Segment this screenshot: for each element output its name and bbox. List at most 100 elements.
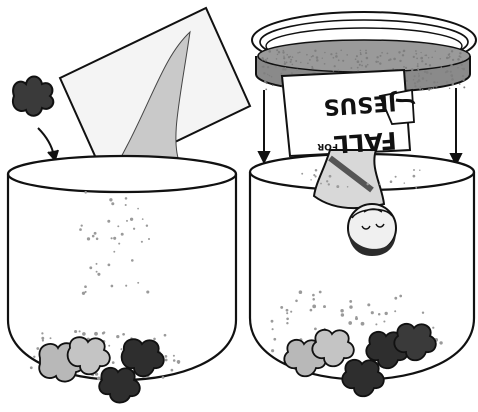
sand-grain	[415, 187, 417, 189]
sand-grain	[413, 175, 416, 178]
sand-grain	[280, 73, 282, 75]
sand-grain	[403, 50, 405, 52]
sand-grain	[162, 376, 165, 379]
sand-grain	[276, 49, 278, 51]
sand-grain	[403, 66, 405, 68]
sand-grain	[371, 311, 374, 314]
sand-grain	[111, 237, 113, 239]
sand-grain	[267, 74, 269, 76]
sand-grain	[440, 58, 442, 60]
sand-grain	[284, 69, 286, 71]
sand-grain	[284, 63, 286, 65]
sand-grain	[310, 179, 311, 180]
down-arrow-icon	[259, 90, 269, 162]
sand-grain	[450, 64, 453, 67]
sand-grain	[379, 183, 380, 184]
sand-grain	[79, 330, 81, 332]
sand-grain	[116, 335, 119, 338]
sand-grain	[459, 55, 461, 57]
sand-grain	[171, 369, 174, 372]
sand-grain	[142, 218, 144, 220]
sand-grain	[292, 56, 294, 58]
sand-grain	[282, 68, 285, 71]
sand-grain	[414, 85, 416, 87]
sand-grain	[451, 76, 452, 77]
sand-grain	[30, 366, 33, 369]
sand-grain	[365, 50, 367, 52]
sand-grain	[394, 310, 396, 312]
sand-grain	[413, 56, 415, 58]
sand-grain	[446, 81, 447, 82]
sand-grain	[348, 321, 352, 325]
sand-grain	[405, 67, 407, 69]
sand-grain	[97, 377, 101, 381]
sand-grain	[420, 52, 421, 53]
sand-grain	[411, 68, 414, 71]
sand-grain	[419, 88, 421, 90]
sand-grain	[131, 259, 134, 262]
sand-grain	[272, 84, 274, 86]
sand-grain	[420, 57, 423, 60]
sand-grain	[430, 73, 432, 75]
sand-grain	[94, 232, 97, 235]
sand-grain	[330, 53, 332, 55]
sand-grain	[133, 228, 135, 230]
sand-grain	[276, 58, 278, 60]
sand-grain	[280, 306, 283, 309]
sand-grain	[419, 170, 420, 171]
sand-grain	[300, 62, 301, 63]
sand-grain	[164, 334, 167, 337]
sand-grain	[266, 82, 268, 84]
sand-grain	[290, 56, 291, 57]
sand-grain	[355, 317, 358, 320]
sand-grain	[377, 61, 379, 63]
sand-grain	[87, 237, 90, 240]
sand-grain	[359, 64, 361, 66]
sand-grain	[286, 54, 288, 56]
sand-grain	[424, 71, 427, 74]
sand-grain	[316, 56, 319, 59]
sand-grain	[390, 180, 393, 183]
label-line-for: FOR	[317, 141, 338, 151]
sand-grain	[283, 50, 285, 52]
sand-grain	[315, 169, 318, 172]
sand-grain	[380, 55, 382, 57]
sand-grain	[415, 53, 417, 55]
sand-grain	[461, 64, 463, 66]
sand-grain	[94, 332, 98, 336]
sand-grain	[311, 66, 313, 68]
sand-grain	[336, 185, 339, 188]
sand-grain	[418, 76, 419, 77]
sand-grain	[314, 328, 317, 331]
sand-grain	[360, 52, 361, 53]
sand-grain	[459, 52, 461, 54]
sand-grain	[328, 183, 330, 185]
sand-grain	[395, 176, 397, 178]
sand-grain	[130, 218, 133, 221]
sand-grain	[319, 291, 322, 294]
sand-grain	[153, 338, 156, 341]
sand-grain	[275, 66, 276, 67]
sand-grain	[286, 317, 289, 320]
sand-grain	[422, 312, 424, 314]
sand-grain	[457, 67, 459, 69]
sand-grain	[365, 52, 367, 54]
sand-grain	[314, 50, 316, 52]
sand-grain	[441, 67, 442, 68]
sand-grain	[452, 83, 455, 86]
sand-grain	[84, 285, 87, 288]
sand-grain	[426, 80, 428, 82]
sand-grain	[301, 173, 303, 175]
sand-grain	[42, 339, 44, 341]
sand-grain	[457, 58, 460, 61]
sand-grain	[307, 63, 309, 65]
sand-grain	[41, 337, 44, 340]
sand-grain	[108, 264, 111, 267]
sand-grain	[417, 65, 419, 67]
sand-grain	[125, 204, 127, 206]
sand-grain	[335, 52, 337, 54]
sand-grain	[326, 180, 328, 182]
sand-grain	[141, 241, 143, 243]
sand-grain	[74, 330, 77, 333]
sand-grain	[430, 88, 432, 90]
